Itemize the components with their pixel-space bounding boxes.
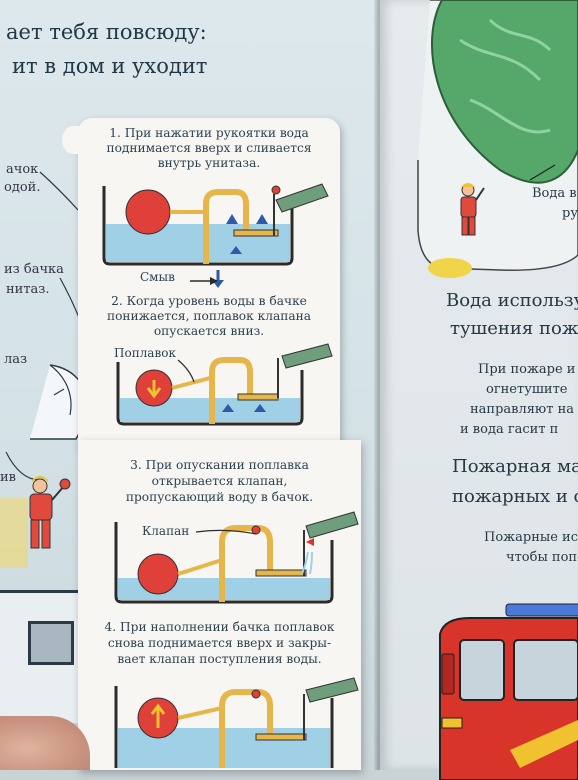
heading-fire-truck: Пожарная ма — [452, 456, 578, 477]
heading-water-use: тушения пожа — [450, 318, 578, 339]
float-label: Поплавок — [114, 346, 176, 360]
tank-diagram-step2 — [116, 343, 333, 426]
yellow-block — [0, 498, 28, 568]
step4-caption-line: 4. При наполнении бачка поплавок — [104, 620, 335, 634]
tank-diagram-step4 — [114, 677, 359, 768]
arrow-icon — [190, 277, 218, 285]
step2-caption-line: опускается вниз. — [153, 324, 265, 338]
paragraph-line: направляют на — [470, 402, 574, 417]
building-illustration — [0, 590, 78, 723]
flap-card-top[interactable]: 1. При нажатии рукоятки вода поднимается… — [62, 118, 340, 448]
step1-caption-line: внутрь унитаза. — [157, 156, 261, 170]
window — [28, 621, 74, 665]
side-text: из бачка — [4, 262, 64, 277]
left-heading-line2: ит в дом и уходит — [12, 54, 208, 78]
step2-caption-line: понижается, поплавок клапана — [106, 309, 312, 323]
left-heading-line1: ает тебя повсюду: — [6, 20, 207, 44]
step2-caption-line: 2. Когда уровень воды в бачке — [111, 294, 307, 308]
step1-caption-line: 1. При нажатии рукоятки вода — [109, 126, 309, 140]
flush-label: Смыв — [140, 270, 175, 284]
plumber-figure — [29, 476, 71, 549]
paragraph-line: чтобы попо — [506, 550, 578, 565]
heading-fire-truck: пожарных и с — [452, 486, 578, 507]
paragraph-line: и вода гасит п — [460, 422, 559, 437]
paragraph-line: огнетушите — [486, 382, 568, 397]
side-text: лаз — [4, 352, 28, 367]
leader-line — [195, 529, 257, 535]
tank-diagram-step1 — [102, 183, 329, 288]
side-text: ив — [0, 470, 16, 485]
bubble-text: ру — [562, 206, 578, 221]
step4-caption-line: снова поднимается вверх и закры- — [107, 636, 332, 650]
leader-line — [177, 359, 195, 383]
paragraph-line: Пожарные испо — [484, 530, 578, 545]
step3-caption-line: 3. При опускании поплавка — [130, 458, 309, 472]
flap-card-bottom[interactable]: 3. При опускании поплавка открывается кл… — [78, 440, 361, 770]
heading-water-use: Вода использу — [446, 290, 578, 311]
valve-label: Клапан — [142, 524, 190, 538]
step3-caption-line: пропускающий воду в бачок. — [125, 490, 314, 504]
step1-caption-line: поднимается вверх и сливается — [106, 141, 312, 155]
fire-truck-illustration — [439, 603, 578, 780]
side-text: ачок — [6, 162, 39, 177]
tank-diagram-step3 — [114, 511, 359, 604]
thumb — [0, 716, 90, 770]
right-page: Вода в ру Вода использу тушения пожа При… — [380, 0, 578, 780]
step3-caption-line: открывается клапан, — [151, 474, 288, 488]
paragraph-line: При пожаре и — [478, 362, 576, 377]
step4-caption-line: вает клапан поступления воды. — [117, 652, 322, 666]
book-gutter — [374, 0, 384, 770]
side-text: одой. — [4, 180, 41, 195]
bubble-text: Вода в — [532, 186, 577, 201]
side-text: нитаз. — [6, 282, 50, 297]
globe-illustration — [417, 0, 578, 278]
